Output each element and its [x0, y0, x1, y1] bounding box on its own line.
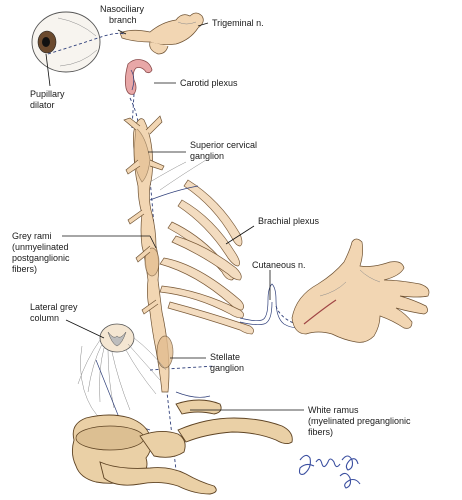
label-carotid-plexus: Carotid plexus — [180, 78, 238, 88]
label-white-ramus: White ramus (myelinated preganglionic fi… — [308, 405, 413, 437]
trigeminal-ganglion — [119, 12, 204, 55]
artist-signature — [298, 454, 361, 489]
label-nasociliary-branch: Nasociliary branch — [100, 4, 147, 25]
leader-lines — [45, 22, 304, 411]
rib — [175, 391, 293, 445]
label-trigeminal-nerve: Trigeminal n. — [212, 18, 264, 28]
label-lateral-grey-column: Lateral grey column — [30, 302, 80, 323]
label-brachial-plexus: Brachial plexus — [258, 216, 320, 226]
spinal-cord-section — [77, 323, 167, 431]
hand — [291, 238, 430, 343]
vertebra — [71, 414, 217, 495]
brachial-plexus — [149, 159, 254, 335]
label-stellate-ganglion: Stellate ganglion — [210, 352, 244, 373]
carotid-artery — [124, 59, 153, 95]
label-cutaneous-nerve: Cutaneous n. — [252, 260, 306, 270]
label-pupillary-dilator: Pupillary dilator — [30, 89, 67, 110]
label-superior-cervical-ganglion: Superior cervical ganglion — [190, 140, 260, 161]
sympathetic-trunk — [123, 115, 174, 393]
eyeball — [31, 11, 101, 73]
label-grey-rami: Grey rami (unmyelinated postganglionic f… — [12, 231, 72, 274]
